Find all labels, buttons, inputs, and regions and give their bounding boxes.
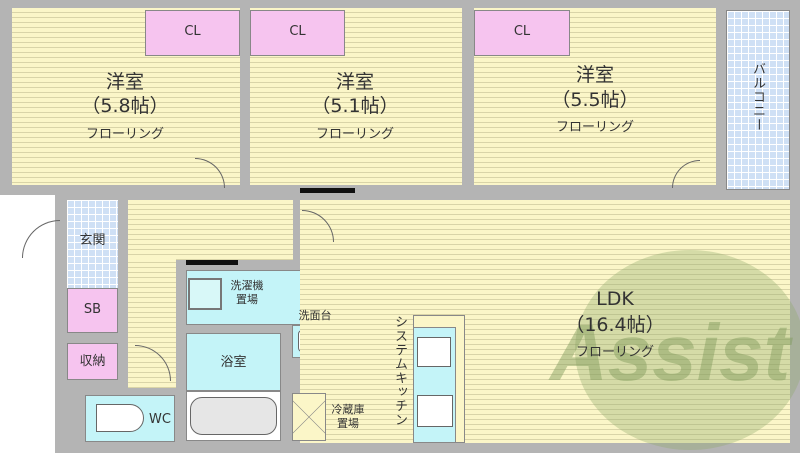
room-3-size: （5.5帖） — [551, 89, 639, 111]
washing-machine-icon — [188, 278, 222, 310]
room-3-floor: フローリング — [555, 120, 634, 135]
window — [300, 188, 355, 193]
shoe-box — [67, 288, 118, 333]
entrance-label: 玄関 — [79, 233, 106, 248]
toilet-icon — [96, 404, 144, 432]
room-2-floor: フローリング — [315, 127, 394, 142]
wc-label: WC — [149, 412, 171, 427]
shoe-box-label: SB — [83, 302, 102, 317]
closet-2: CL — [250, 10, 345, 56]
fridge-space — [292, 393, 326, 441]
storage-label: 収納 — [79, 354, 106, 369]
closet-3: CL — [474, 10, 570, 56]
kitchen-label: システムキッチン — [392, 315, 407, 427]
bathtub — [186, 391, 281, 441]
room-2-name: 洋室 — [335, 71, 374, 93]
washbasin-label: 洗面台 — [298, 309, 332, 322]
assist-watermark-logo: Assist — [548, 250, 800, 450]
room-1-name: 洋室 — [105, 71, 144, 93]
closet-1: CL — [145, 10, 240, 56]
ldk-name: LDK — [596, 288, 634, 310]
balcony-label: バルコニー — [750, 62, 765, 132]
room-1-size: （5.8帖） — [81, 95, 169, 117]
closet-label: CL — [513, 24, 531, 39]
balcony — [726, 10, 790, 190]
entrance — [67, 200, 118, 290]
ldk — [300, 200, 790, 443]
hallway — [128, 200, 293, 260]
window — [186, 260, 238, 265]
ldk-floor: フローリング — [575, 345, 654, 360]
storage — [67, 343, 118, 380]
watermark-ellipse — [575, 250, 800, 450]
kitchen-sink-icon — [417, 337, 451, 367]
ldk-size: （16.4帖） — [565, 314, 665, 336]
stove-icon — [417, 395, 453, 427]
bathroom — [186, 333, 281, 391]
laundry-label: 洗濯機 置場 — [230, 279, 264, 306]
closet-label: CL — [184, 24, 201, 39]
bathroom-label: 浴室 — [220, 355, 247, 370]
fridge-label: 冷蔵庫 置場 — [331, 403, 365, 430]
front-door[interactable] — [22, 220, 60, 258]
kitchen — [413, 327, 456, 443]
room-2-size: （5.1帖） — [311, 95, 399, 117]
bathtub-icon — [190, 397, 277, 435]
room-1-floor: フローリング — [85, 127, 164, 142]
closet-label: CL — [289, 24, 306, 39]
watermark-text: Assist — [548, 308, 793, 397]
room-3-name: 洋室 — [575, 64, 614, 86]
